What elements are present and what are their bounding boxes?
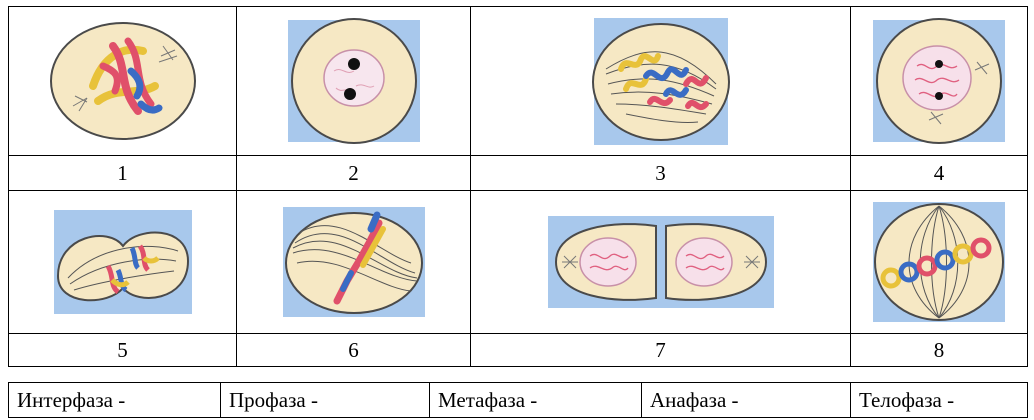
cell-image-2 <box>237 7 471 156</box>
phase-telophase[interactable]: Телофаза - <box>851 383 1028 418</box>
cell-number-1: 1 <box>9 156 237 191</box>
prometaphase-image <box>586 14 736 149</box>
cell-number-6: 6 <box>237 334 471 367</box>
late-prophase-image <box>43 16 203 146</box>
two-daughter-cells-image <box>546 212 776 312</box>
cell-number-4: 4 <box>851 156 1028 191</box>
cell-image-7 <box>471 191 851 334</box>
cell-number-8: 8 <box>851 334 1028 367</box>
cell-image-5 <box>9 191 237 334</box>
cell-image-4 <box>851 7 1028 156</box>
early-prophase-centrioles-image <box>869 16 1009 146</box>
cell-image-8 <box>851 191 1028 334</box>
phase-anaphase[interactable]: Анафаза - <box>642 383 851 418</box>
phase-prophase[interactable]: Профаза - <box>221 383 430 418</box>
early-prophase-image <box>284 16 424 146</box>
phase-answer-table: Интерфаза - Профаза - Метафаза - Анафаза… <box>8 382 1027 418</box>
metaphase-image <box>279 203 429 321</box>
metaphase-ring-image <box>869 198 1009 326</box>
cell-number-3: 3 <box>471 156 851 191</box>
cell-number-2: 2 <box>237 156 471 191</box>
cell-number-7: 7 <box>471 334 851 367</box>
telophase-dividing-image <box>48 206 198 318</box>
cell-number-5: 5 <box>9 334 237 367</box>
phase-interphase[interactable]: Интерфаза - <box>9 383 221 418</box>
cell-image-3 <box>471 7 851 156</box>
cell-image-1 <box>9 7 237 156</box>
mitosis-image-grid: 1 2 3 4 <box>8 6 1027 367</box>
phase-metaphase[interactable]: Метафаза - <box>430 383 642 418</box>
cell-image-6 <box>237 191 471 334</box>
